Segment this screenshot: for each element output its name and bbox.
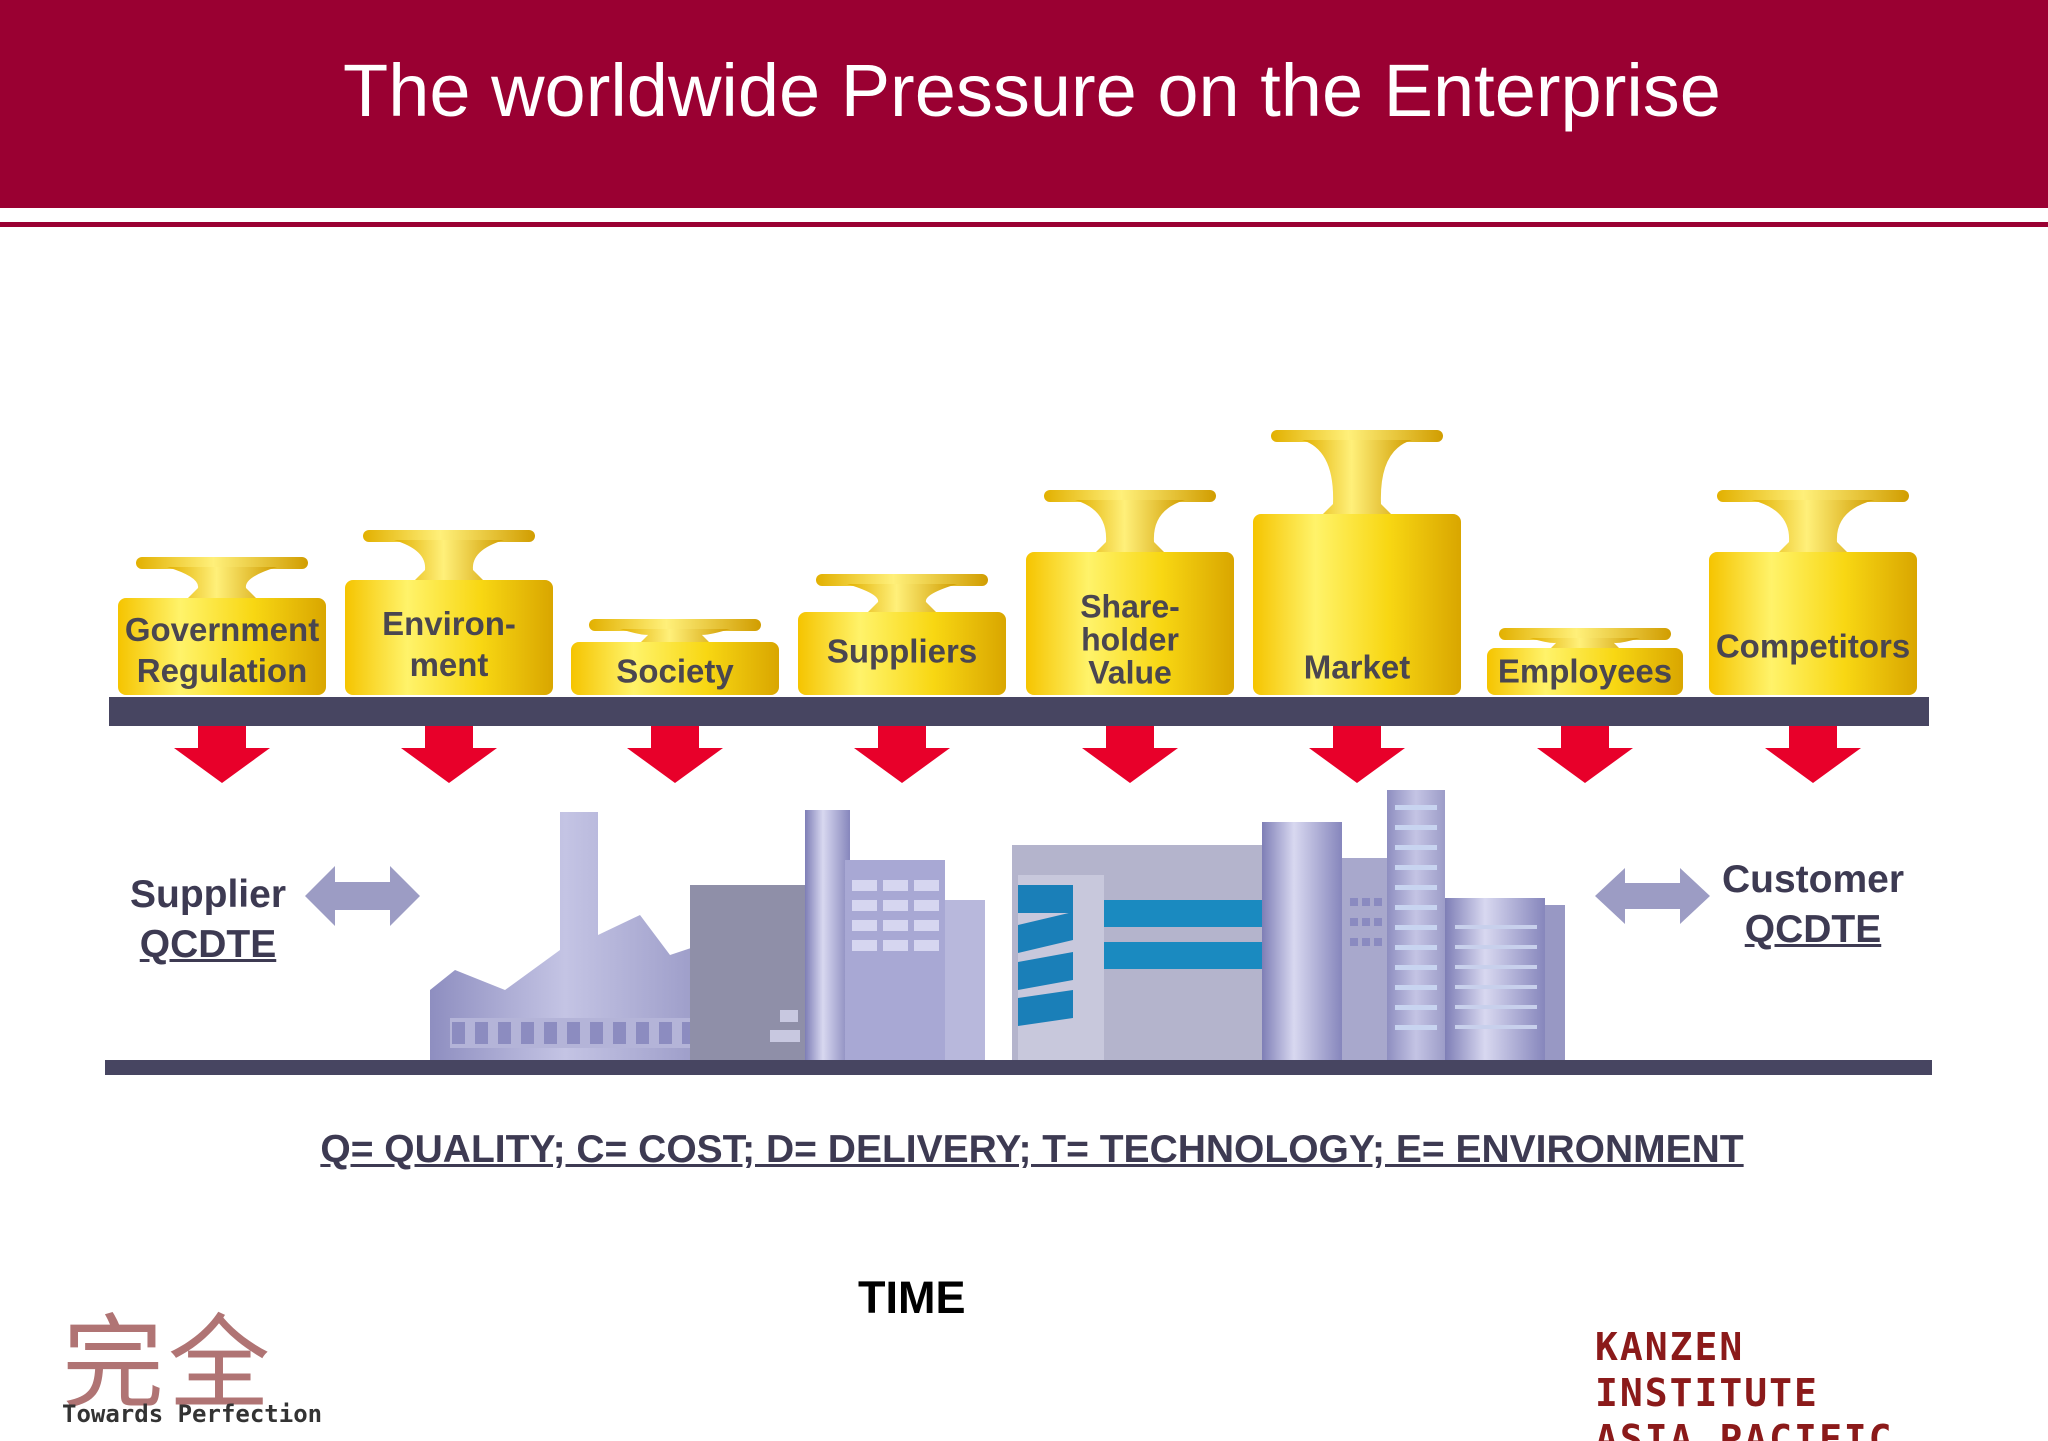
down-arrow-3 bbox=[627, 726, 723, 783]
weight-label: Market bbox=[1303, 648, 1411, 686]
kanji-logo: 完全 bbox=[62, 1305, 274, 1424]
supplier-label: Supplier QCDTE bbox=[130, 870, 286, 970]
weight-label: Suppliers bbox=[826, 632, 978, 670]
institute-line-3: ASIA PACIFIC bbox=[1595, 1417, 1894, 1441]
time-label: TIME bbox=[858, 1272, 966, 1323]
supplier-double-arrow bbox=[305, 866, 420, 926]
down-arrow-6 bbox=[1309, 726, 1405, 783]
down-arrow-2 bbox=[401, 726, 497, 783]
weight-label: Government Regulation bbox=[124, 611, 320, 689]
weight-4 bbox=[798, 574, 1006, 695]
logo-tagline: Towards Perfection bbox=[62, 1400, 323, 1428]
enterprise-buildings bbox=[430, 790, 1565, 1060]
weight-label: Society bbox=[616, 652, 734, 690]
weight-5 bbox=[1026, 490, 1234, 695]
weight-label: Environ- ment bbox=[382, 605, 516, 683]
weight-label: Competitors bbox=[1715, 627, 1911, 665]
down-arrow-8 bbox=[1765, 726, 1861, 783]
institute-logo: KANZEN INSTITUTE ASIA PACIFIC bbox=[1595, 1324, 2015, 1441]
supplier-qcdte: QCDTE bbox=[139, 923, 277, 966]
down-arrow-1 bbox=[174, 726, 270, 783]
page-title: The worldwide Pressure on the Enterprise bbox=[343, 49, 1721, 132]
weight-7 bbox=[1487, 628, 1683, 695]
upper-pressure-bar bbox=[109, 697, 1929, 726]
down-arrow-4 bbox=[854, 726, 950, 783]
title-banner bbox=[0, 0, 2048, 208]
supplier-name: Supplier bbox=[129, 873, 287, 916]
down-arrow-5 bbox=[1082, 726, 1178, 783]
weight-6 bbox=[1253, 430, 1461, 695]
header-rule bbox=[0, 222, 2048, 227]
customer-double-arrow bbox=[1595, 868, 1710, 924]
institute-line-1: KANZEN bbox=[1595, 1325, 1745, 1369]
customer-name: Customer bbox=[1721, 858, 1905, 901]
ground-bar bbox=[105, 1060, 1932, 1075]
customer-label: Customer QCDTE bbox=[1722, 855, 1904, 955]
weight-label: Share- holder Value bbox=[1080, 588, 1180, 691]
customer-qcdte: QCDTE bbox=[1744, 908, 1882, 951]
weight-label: Employees bbox=[1497, 652, 1673, 690]
weight-8 bbox=[1709, 490, 1917, 695]
weight-3 bbox=[571, 619, 779, 695]
weight-1 bbox=[118, 557, 326, 695]
qcdte-legend: Q= QUALITY; C= COST; D= DELIVERY; T= TEC… bbox=[320, 1128, 1744, 1171]
down-arrow-7 bbox=[1537, 726, 1633, 783]
weight-2 bbox=[345, 530, 553, 695]
institute-line-2: INSTITUTE bbox=[1595, 1371, 1819, 1415]
